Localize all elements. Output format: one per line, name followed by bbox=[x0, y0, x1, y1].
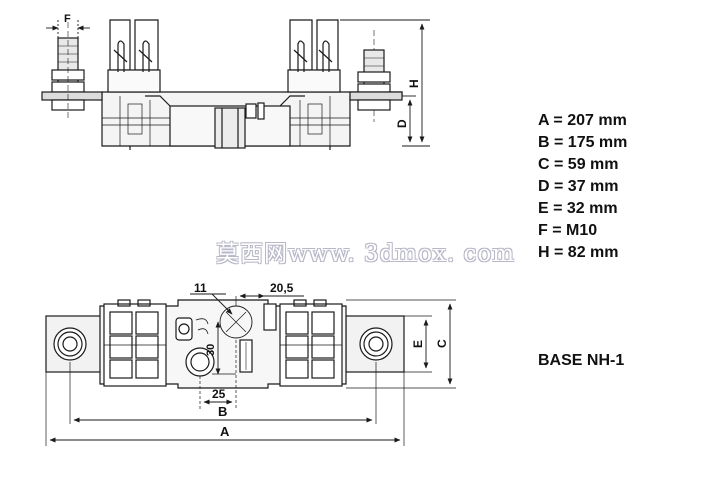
dim-25-label: 25 bbox=[212, 387, 226, 401]
right-terminal-bolt bbox=[349, 49, 403, 111]
dim-d-label: D bbox=[395, 119, 409, 128]
dimension-d bbox=[373, 30, 416, 143]
spec-h: H = 82 mm bbox=[538, 244, 619, 261]
model-name: BASE NH-1 bbox=[538, 352, 625, 369]
dim-30-label: 30 bbox=[205, 344, 217, 356]
dimension-11 bbox=[190, 293, 233, 315]
dim-h-label: H bbox=[407, 79, 421, 88]
right-contact-jaw bbox=[289, 19, 339, 71]
spec-b: B = 175 mm bbox=[538, 134, 628, 151]
dimension-25 bbox=[199, 340, 237, 410]
side-view bbox=[41, 19, 403, 150]
dim-11-label: 11 bbox=[194, 281, 207, 295]
dim-b-label: B bbox=[218, 404, 227, 419]
dimension-f bbox=[46, 20, 90, 120]
spec-f: F = M10 bbox=[538, 222, 598, 239]
dim-20-5-label: 20,5 bbox=[270, 281, 294, 295]
dimension-h bbox=[340, 19, 430, 147]
dim-a-label: A bbox=[220, 424, 230, 439]
dim-c-label: C bbox=[435, 339, 449, 348]
dim-f-label: F bbox=[64, 13, 71, 25]
watermark-text: 莫西网www. 3dmox. com bbox=[216, 241, 516, 267]
left-terminal-bolt bbox=[41, 37, 103, 111]
spec-a: A = 207 mm bbox=[538, 112, 627, 129]
dimension-c bbox=[346, 299, 456, 389]
spec-e: E = 32 mm bbox=[538, 200, 618, 217]
dimension-20-5 bbox=[235, 293, 304, 306]
dimension-a bbox=[45, 372, 405, 446]
plan-view bbox=[45, 299, 405, 389]
dimension-30 bbox=[212, 321, 236, 375]
left-contact-jaw bbox=[109, 19, 159, 71]
dimension-spec-list: A = 207 mm B = 175 mm C = 59 mm D = 37 m… bbox=[538, 110, 627, 264]
dimension-b bbox=[69, 362, 377, 424]
spec-c: C = 59 mm bbox=[538, 156, 619, 173]
spec-d: D = 37 mm bbox=[538, 178, 619, 195]
dimension-e bbox=[404, 315, 432, 373]
dim-e-label: E bbox=[411, 340, 425, 348]
